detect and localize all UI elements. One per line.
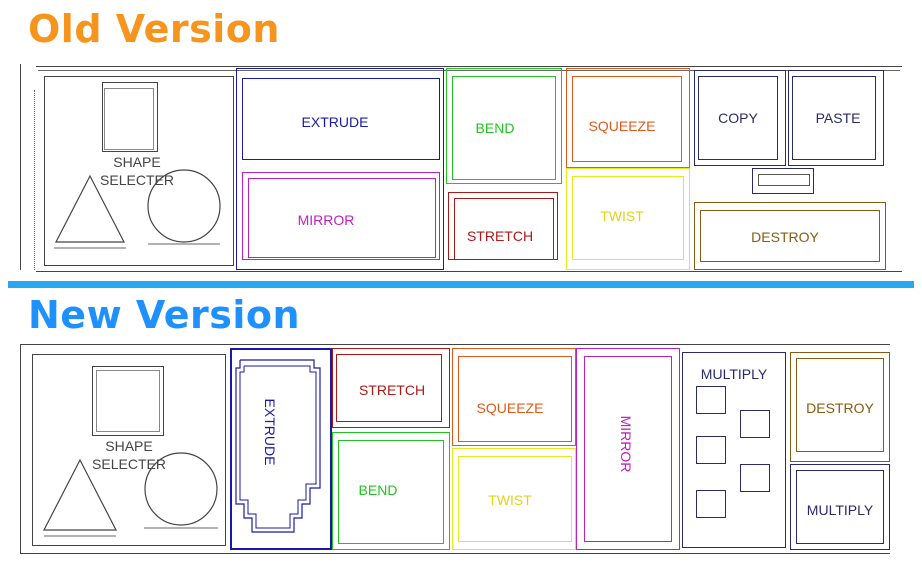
new-destroy-button[interactable] bbox=[796, 358, 884, 452]
new-square-inner bbox=[96, 370, 160, 432]
new-shape-label-2: SELECTER bbox=[92, 456, 166, 472]
old-bend-button[interactable] bbox=[452, 76, 556, 180]
old-stretch-inner bbox=[454, 198, 554, 260]
old-outer-frame bbox=[36, 66, 902, 272]
old-mirror-button[interactable] bbox=[242, 172, 440, 260]
old-squeeze-label: SQUEEZE bbox=[588, 118, 656, 134]
new-multiply-top-label: MULTIPLY bbox=[700, 366, 768, 382]
new-multiply-bottom-label: MULTIPLY bbox=[806, 502, 874, 518]
old-copy-button[interactable] bbox=[698, 76, 778, 160]
new-multiply-slot-5 bbox=[696, 490, 726, 518]
new-twist-outer bbox=[452, 448, 576, 550]
old-copy-outer bbox=[694, 70, 786, 166]
old-squeeze-button[interactable] bbox=[572, 76, 682, 162]
old-extrude-label: EXTRUDE bbox=[301, 114, 369, 130]
new-multiply-slot-4 bbox=[740, 464, 770, 492]
new-stretch-outer bbox=[332, 348, 450, 428]
new-stretch-label: STRETCH bbox=[358, 382, 426, 398]
new-destroy-label: DESTROY bbox=[806, 400, 874, 416]
new-shape-label-1: SHAPE bbox=[105, 438, 153, 454]
old-twist-label: TWIST bbox=[600, 208, 644, 224]
new-extrude-shape bbox=[235, 359, 321, 533]
old-left-dotted bbox=[34, 90, 35, 270]
version-divider bbox=[8, 281, 914, 288]
old-destroy-label: DESTROY bbox=[751, 229, 819, 245]
old-bend-outer bbox=[446, 68, 562, 184]
new-multiply-bottom-button[interactable] bbox=[796, 470, 884, 544]
old-squeeze-outer bbox=[566, 68, 690, 168]
old-version-panel: SHAPE SELECTER EXTRUDE MIRROR BEND STRET… bbox=[20, 60, 902, 274]
old-shape-label-1: SHAPE bbox=[113, 154, 161, 170]
new-squeeze-outer bbox=[452, 348, 576, 446]
new-outer-frame bbox=[20, 344, 890, 554]
old-top-dim-line bbox=[38, 70, 900, 71]
new-triangle-shape bbox=[43, 458, 117, 537]
new-squeeze-label: SQUEEZE bbox=[476, 400, 544, 416]
new-multiply-slot-3 bbox=[696, 436, 726, 464]
old-bend-label: BEND bbox=[475, 120, 515, 136]
new-version-panel: SHAPE SELECTER EXTRUDE STRETCH BEND SQUE… bbox=[20, 344, 900, 558]
new-multiply-slot-2 bbox=[740, 410, 770, 438]
new-mirror-button[interactable] bbox=[584, 356, 672, 542]
new-version-heading: New Version bbox=[28, 293, 301, 337]
old-copy-label: COPY bbox=[718, 110, 758, 126]
new-square-shape bbox=[92, 366, 164, 436]
old-triangle-shape bbox=[54, 174, 126, 249]
new-mirror-label: MIRROR bbox=[618, 415, 634, 473]
new-shape-selector-frame bbox=[32, 354, 226, 546]
new-destroy-outer bbox=[790, 352, 890, 462]
new-circle-shape bbox=[144, 452, 218, 529]
new-squeeze-button[interactable] bbox=[458, 356, 572, 442]
new-mirror-outer bbox=[576, 348, 680, 550]
new-extrude-label: EXTRUDE bbox=[262, 398, 278, 466]
old-circle-shape bbox=[147, 169, 221, 245]
new-extrude-button[interactable] bbox=[230, 348, 332, 550]
old-twist-button[interactable] bbox=[572, 176, 684, 260]
new-bend-outer bbox=[332, 432, 450, 550]
old-small-slot bbox=[752, 168, 814, 194]
old-version-heading: Old Version bbox=[28, 7, 280, 51]
old-extrude-button[interactable] bbox=[242, 78, 440, 160]
old-small-slot-inner bbox=[758, 174, 810, 186]
old-left-edge bbox=[20, 64, 36, 270]
old-destroy-outer bbox=[694, 202, 886, 270]
new-stretch-button[interactable] bbox=[336, 354, 442, 422]
old-stretch-label: STRETCH bbox=[466, 228, 534, 244]
new-bend-label: BEND bbox=[358, 482, 398, 498]
old-paste-label: PASTE bbox=[815, 110, 861, 126]
old-mirror-label: MIRROR bbox=[297, 212, 355, 228]
old-paste-outer bbox=[788, 70, 884, 166]
old-square-inner bbox=[104, 88, 154, 150]
new-twist-button[interactable] bbox=[458, 456, 572, 542]
new-multiply-bottom-outer bbox=[790, 464, 890, 550]
old-square-shape bbox=[102, 82, 158, 152]
old-mirror-inner bbox=[248, 178, 436, 258]
old-shape-selector-frame bbox=[44, 76, 234, 266]
old-twist-outer bbox=[566, 168, 690, 270]
old-extrude-outer bbox=[236, 68, 444, 270]
old-destroy-button[interactable] bbox=[700, 210, 880, 262]
new-bend-button[interactable] bbox=[338, 440, 444, 544]
new-multiply-slot-1 bbox=[696, 386, 726, 414]
old-paste-button[interactable] bbox=[792, 76, 876, 160]
new-twist-label: TWIST bbox=[488, 492, 532, 508]
new-multiply-panel[interactable] bbox=[682, 352, 786, 548]
